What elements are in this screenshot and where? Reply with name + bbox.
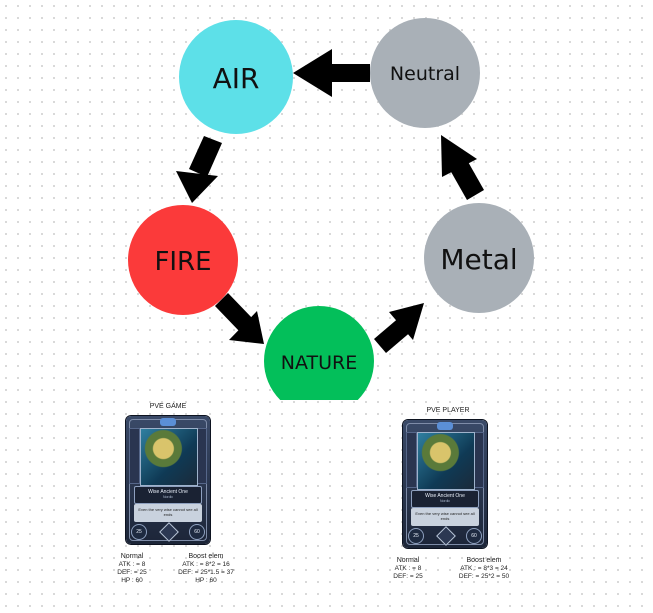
node-neutral-circle: [370, 18, 480, 128]
node-air-circle: [179, 20, 293, 134]
left-normal-hp: HP : 60: [121, 577, 143, 584]
right-boost-head: Boost elem: [466, 557, 502, 564]
right-boost-stats: Boost elem ATK : = 8*3 = 24 DEF: = 25*2 …: [446, 557, 522, 581]
card-health-stat: 60: [466, 528, 482, 544]
card-subtitle: Nordic: [439, 499, 451, 503]
left-boost-atk: ATK : = 8*2 = 16: [182, 561, 230, 568]
left-boost-def: DEF: = 25*1.5 = 37: [178, 569, 234, 576]
right-card-title: PVE PLAYER: [426, 407, 470, 414]
node-fire-circle: [128, 205, 238, 315]
card-defense-stat: 25: [408, 528, 424, 544]
node-neutral-label: Neutral: [390, 63, 460, 85]
right-normal-stats: Normal ATK : = 8 DEF: = 25: [388, 557, 428, 581]
left-normal-head: Normal: [120, 553, 144, 560]
right-normal-atk: ATK : = 8: [394, 565, 422, 572]
element-cycle-diagram: AIR Neutral FIRE Metal NATURE: [128, 18, 534, 400]
node-neutral: Neutral: [370, 18, 480, 128]
card-artwork: [417, 432, 475, 490]
arrow-metal-to-neutral: [441, 135, 484, 200]
right-normal-def: DEF: = 25: [393, 573, 423, 580]
node-fire: FIRE: [128, 205, 238, 315]
right-boost-def: DEF: = 25*2 = 50: [458, 573, 510, 580]
card-artwork: [140, 428, 198, 486]
right-normal-head: Normal: [396, 557, 420, 564]
right-player-card: Wise Ancient One Nordic Even the very wi…: [403, 420, 487, 548]
card-name: Wise Ancient One: [425, 493, 465, 499]
left-normal-stats: Normal ATK : = 8 DEF: = 25 HP : 60: [112, 553, 152, 585]
card-subtitle: Nordic: [162, 495, 174, 499]
right-boost-atk: ATK : = 8*3 = 24: [460, 565, 508, 572]
node-nature-circle: [264, 306, 374, 400]
node-air-label: AIR: [213, 62, 260, 95]
card-gem-icon: [160, 418, 176, 426]
node-nature-label: NATURE: [281, 352, 357, 374]
node-metal: Metal: [424, 203, 534, 313]
card-left-panel: [129, 428, 140, 484]
node-air: AIR: [179, 20, 293, 134]
card-health-stat: 60: [189, 524, 205, 540]
card-name: Wise Ancient One: [148, 489, 188, 495]
node-nature: NATURE: [264, 306, 374, 400]
arrow-neutral-to-air: [293, 49, 370, 97]
card-left-panel: [406, 432, 417, 488]
left-normal-def: DEF: = 25: [117, 569, 147, 576]
card-description: Even the very wise cannot see all ends: [134, 504, 202, 522]
left-card-title: PVE GAME: [149, 403, 187, 410]
node-metal-label: Metal: [440, 243, 517, 276]
left-game-card: Wise Ancient One Nordic Even the very wi…: [126, 416, 210, 544]
node-fire-label: FIRE: [154, 247, 211, 277]
arrow-nature-to-metal: [374, 303, 424, 353]
node-metal-circle: [424, 203, 534, 313]
arrow-air-to-fire: [176, 136, 222, 203]
left-boost-hp: HP : 60: [195, 577, 217, 584]
card-namebar: Wise Ancient One Nordic: [411, 490, 479, 508]
card-description: Even the very wise cannot see all ends: [411, 508, 479, 526]
card-namebar: Wise Ancient One Nordic: [134, 486, 202, 504]
card-defense-stat: 25: [131, 524, 147, 540]
card-gem-icon: [437, 422, 453, 430]
left-normal-atk: ATK : = 8: [118, 561, 146, 568]
arrow-fire-to-nature: [215, 293, 264, 344]
left-boost-stats: Boost elem ATK : = 8*2 = 16 DEF: = 25*1.…: [168, 553, 244, 585]
left-boost-head: Boost elem: [188, 553, 224, 560]
